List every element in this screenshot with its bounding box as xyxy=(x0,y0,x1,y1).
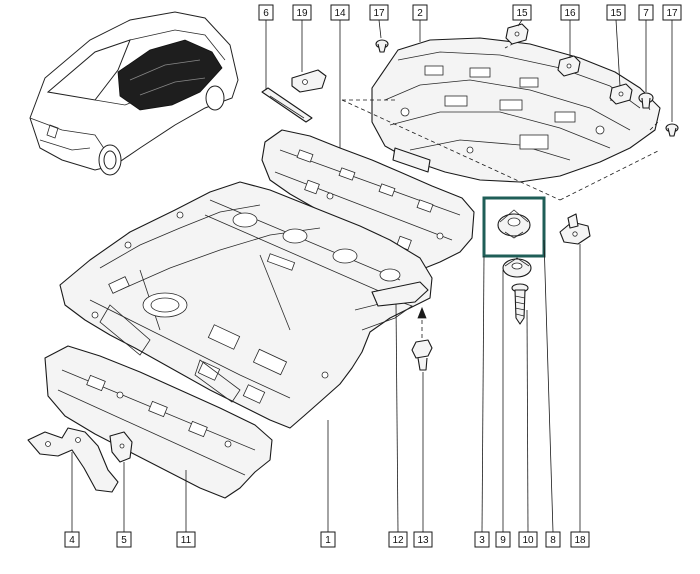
part-2-underbody-panel xyxy=(341,20,661,201)
part-4-bracket xyxy=(27,427,119,532)
part-9-nut xyxy=(502,257,532,532)
callout-15-b: 15 xyxy=(606,4,626,21)
svg-text:17: 17 xyxy=(666,8,678,19)
svg-text:16: 16 xyxy=(564,8,576,19)
part-17-clip-b xyxy=(665,20,679,137)
svg-text:12: 12 xyxy=(392,535,404,546)
svg-text:10: 10 xyxy=(522,535,534,546)
svg-text:13: 13 xyxy=(417,535,429,546)
part-6-bracket xyxy=(261,20,313,123)
part-8-leader xyxy=(543,239,554,533)
svg-text:19: 19 xyxy=(296,8,308,19)
part-3-highlight xyxy=(481,196,546,533)
part-16-clip xyxy=(557,20,581,77)
svg-text:14: 14 xyxy=(334,8,346,19)
svg-text:3: 3 xyxy=(479,535,485,546)
part-19-bracket xyxy=(291,20,327,93)
part-15-clip-b xyxy=(609,19,633,105)
part-10-screw xyxy=(511,283,529,533)
callout-15-a: 15 xyxy=(512,4,532,21)
svg-text:9: 9 xyxy=(500,535,506,546)
callout-4: 4 xyxy=(64,531,80,548)
callout-6: 6 xyxy=(258,4,274,21)
part-11-rear-member xyxy=(44,345,273,532)
callout-2: 2 xyxy=(412,4,428,21)
callout-7: 7 xyxy=(638,4,654,21)
svg-text:15: 15 xyxy=(516,8,528,19)
svg-text:11: 11 xyxy=(181,535,192,546)
callout-14: 14 xyxy=(330,4,350,21)
car-thumbnail xyxy=(29,11,239,176)
part-7-push-nut xyxy=(638,20,654,109)
svg-text:6: 6 xyxy=(263,8,269,19)
part-13-clip xyxy=(411,306,433,532)
callout-19: 19 xyxy=(292,4,312,21)
callout-9: 9 xyxy=(495,531,511,548)
svg-text:7: 7 xyxy=(643,8,649,19)
callout-18: 18 xyxy=(570,531,590,548)
part-14-cross-member xyxy=(261,20,475,271)
part-1-main-floor xyxy=(59,181,433,532)
part-17-clip-a xyxy=(375,19,389,53)
svg-text:17: 17 xyxy=(373,8,385,19)
svg-text:1: 1 xyxy=(325,535,331,546)
svg-text:15: 15 xyxy=(610,8,622,19)
callout-17-b: 17 xyxy=(662,4,682,21)
callout-13: 13 xyxy=(413,531,433,548)
part-12-strip xyxy=(371,281,429,533)
callout-11: 11 xyxy=(176,531,196,548)
callout-16: 16 xyxy=(560,4,580,21)
svg-text:2: 2 xyxy=(417,8,423,19)
callout-17-a: 17 xyxy=(369,4,389,21)
callout-12: 12 xyxy=(388,531,408,548)
svg-text:18: 18 xyxy=(574,535,586,546)
callout-8: 8 xyxy=(545,531,561,548)
callout-10: 10 xyxy=(518,531,538,548)
callout-3: 3 xyxy=(474,531,490,548)
svg-text:4: 4 xyxy=(69,535,75,546)
part-5-clip xyxy=(109,431,133,532)
callout-1: 1 xyxy=(320,531,336,548)
svg-text:5: 5 xyxy=(121,535,127,546)
svg-text:8: 8 xyxy=(550,535,556,546)
callout-5: 5 xyxy=(116,531,132,548)
part-15-clip-a xyxy=(505,19,529,45)
part-18-bracket xyxy=(559,213,591,532)
